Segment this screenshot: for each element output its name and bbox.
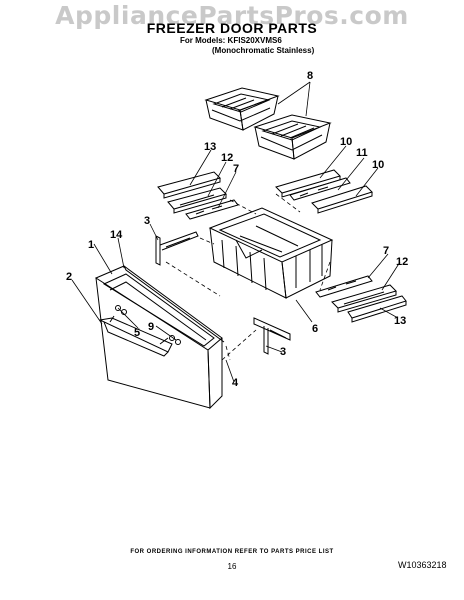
callout-9: 9 bbox=[148, 321, 154, 333]
ordering-note: FOR ORDERING INFORMATION REFER TO PARTS … bbox=[130, 549, 334, 555]
slide-rail-13-right bbox=[347, 295, 407, 323]
callout-13-lower: 13 bbox=[394, 315, 406, 327]
callout-6: 6 bbox=[312, 323, 318, 335]
upper-basket-left bbox=[204, 87, 280, 131]
callout-3-lower: 3 bbox=[280, 346, 286, 358]
callout-1: 1 bbox=[88, 239, 94, 251]
callout-7-lower: 7 bbox=[383, 245, 389, 257]
slide-rail-11-right bbox=[289, 177, 351, 201]
callout-7-upper: 7 bbox=[233, 163, 239, 175]
callout-5: 5 bbox=[134, 327, 140, 339]
bracket-3-upper bbox=[155, 231, 199, 266]
models-line: For Models: KFIS20XVMS6 bbox=[180, 36, 282, 45]
callout-labels: 8 13 12 7 3 10 11 10 1 14 2 5 9 6 7 12 1… bbox=[66, 70, 408, 389]
callout-12-upper: 12 bbox=[221, 152, 233, 164]
slide-rail-13-left bbox=[157, 171, 221, 199]
callout-13-upper: 13 bbox=[204, 141, 216, 153]
slide-rail-10-right-lower bbox=[311, 185, 373, 214]
upper-basket-right bbox=[253, 114, 332, 160]
page-number: 16 bbox=[227, 562, 237, 571]
callout-10-lower: 10 bbox=[372, 159, 384, 171]
bracket-3-lower bbox=[253, 317, 291, 355]
freezer-basket-6 bbox=[208, 207, 334, 299]
watermark: AppliancePartsPros.com bbox=[55, 1, 409, 30]
document-id: W10363218 bbox=[398, 560, 447, 570]
models-sub: (Monochromatic Stainless) bbox=[212, 46, 315, 55]
callout-10-upper: 10 bbox=[340, 136, 352, 148]
slide-rail-12-left bbox=[167, 187, 227, 214]
slide-rail-7-right bbox=[315, 275, 373, 298]
slide-rail-7-left bbox=[185, 199, 239, 220]
callout-4: 4 bbox=[232, 377, 239, 389]
callout-14: 14 bbox=[110, 229, 123, 241]
model-info: For Models: KFIS20XVMS6 (Monochromatic S… bbox=[180, 36, 314, 56]
page-title: FREEZER DOOR PARTS bbox=[146, 20, 318, 36]
callout-12-lower: 12 bbox=[396, 256, 408, 268]
door-handle bbox=[98, 315, 173, 357]
callout-8: 8 bbox=[307, 70, 313, 82]
freezer-door bbox=[94, 265, 225, 410]
callout-3-upper: 3 bbox=[144, 215, 150, 227]
callout-11: 11 bbox=[356, 147, 368, 159]
callout-2: 2 bbox=[66, 271, 72, 283]
slide-rail-12-right bbox=[331, 284, 397, 313]
